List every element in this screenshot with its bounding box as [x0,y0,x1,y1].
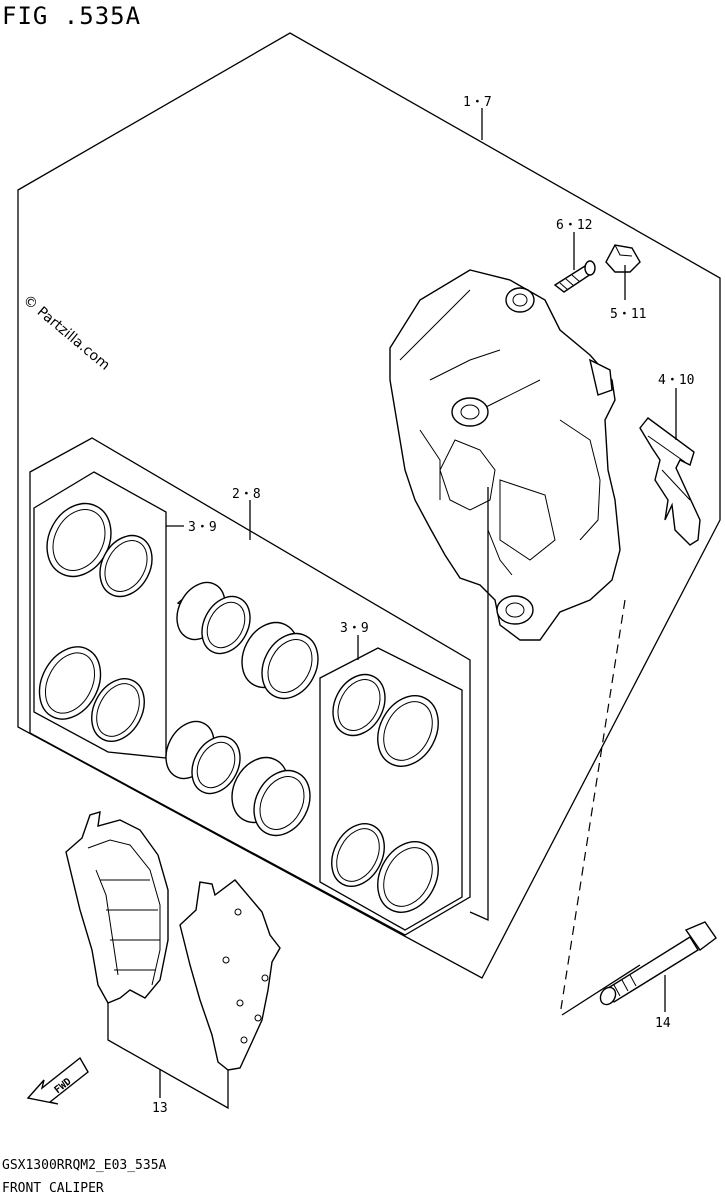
callout-13: 13 [152,1101,168,1116]
brake-pad-2 [179,879,281,1071]
figure-name: FRONT CALIPER [2,1181,104,1196]
callout-5-11: 5・11 [610,307,646,322]
seal-ring-6 [377,695,439,767]
callout-6-12: 6・12 [556,218,592,233]
callout-1-7: 1・7 [463,95,492,110]
seal-ring-7 [331,823,385,887]
leader-assembly-right [469,487,489,922]
pad-spring [639,417,701,546]
callout-4-10: 4・10 [658,373,694,388]
seal-kit-box-right [319,647,463,931]
caliper-body [389,269,621,641]
seal-ring-5 [332,673,386,737]
pad-bracket [107,1002,229,1110]
seal-ring-3 [38,646,102,720]
figure-title: FIG .535A [2,2,142,30]
callout-14: 14 [655,1016,671,1031]
piston-1 [176,581,251,655]
figure-code: GSX1300RRQM2_E03_535A [2,1158,167,1173]
piston-4 [231,756,311,837]
bolt-bracket-line [561,964,641,1016]
fwd-arrow-icon: FWD [26,1056,89,1105]
bleeder-valve [553,260,596,293]
seal-ring-8 [377,841,439,913]
callout-2-8: 2・8 [232,487,261,502]
seal-ring-2 [99,534,153,598]
brake-pad-1 [65,811,169,1004]
piston-3 [165,720,241,795]
callout-3-9-b: 3・9 [340,621,369,636]
callout-3-9-a: 3・9 [188,520,217,535]
bolt-assembly-line [559,599,626,1016]
bleeder-cap [605,244,641,273]
seal-ring-4 [91,678,145,742]
assembly-outline [17,32,721,979]
caliper-bolt [599,921,717,1006]
kit-outline [29,437,471,936]
piston-2 [241,621,319,700]
